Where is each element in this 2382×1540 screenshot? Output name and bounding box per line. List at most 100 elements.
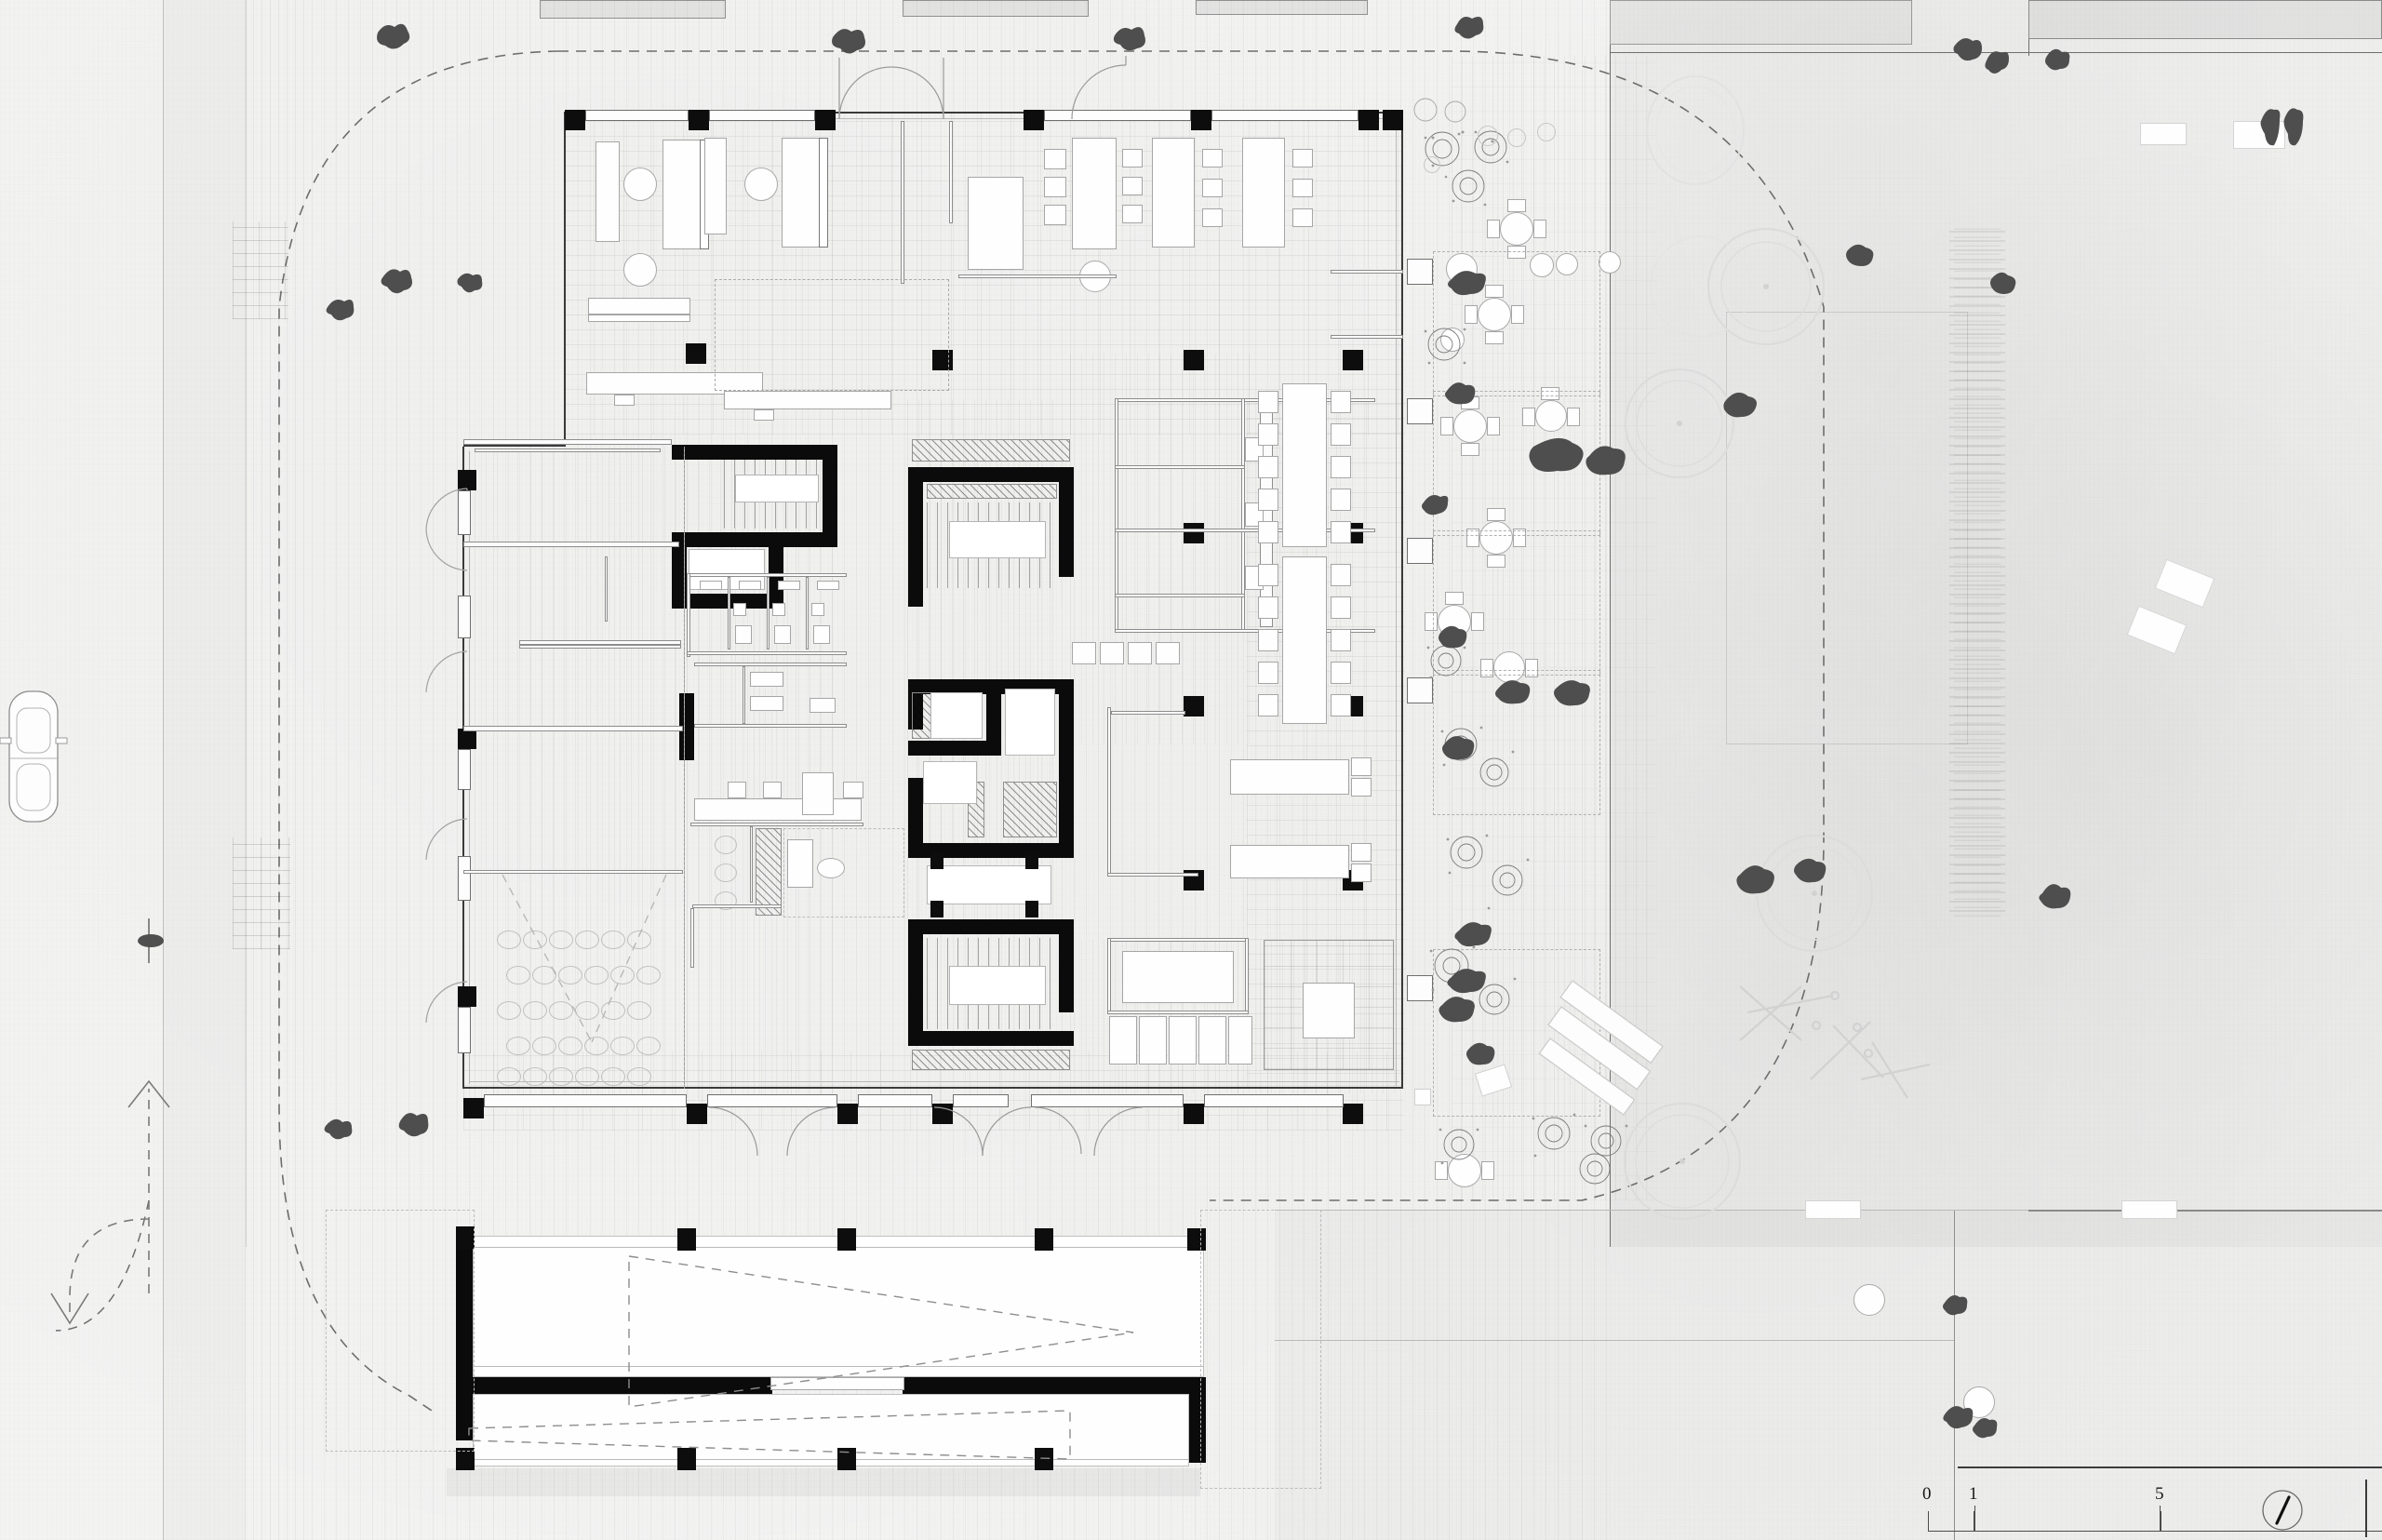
- shrub-cluster-11: [1413, 98, 1466, 123]
- core-mid-wall-right: [1059, 679, 1074, 856]
- south-wall-seg-5: [1031, 1094, 1184, 1107]
- chair-n6: [1122, 205, 1143, 223]
- chair-n1: [1044, 149, 1066, 169]
- dock-wall-mid: [456, 1377, 772, 1394]
- sofa-1-side-a: [1351, 757, 1372, 776]
- terrace-opening-3: [1407, 538, 1433, 564]
- column-s2: [687, 1104, 707, 1124]
- core-north-wall-top: [908, 467, 1074, 482]
- bike-rack-north: [233, 221, 288, 319]
- cafe-chair-12a: [1480, 659, 1493, 677]
- plaza-object-5: [1805, 1200, 1861, 1219]
- entrance-door-arcs-west-4: [425, 981, 468, 1024]
- dock-door-opening: [770, 1377, 904, 1390]
- column-m4: [1343, 350, 1363, 370]
- stair-landing-west: [735, 475, 819, 502]
- kitchen-round-table: [817, 858, 845, 878]
- dining-chair-3: [1258, 456, 1278, 478]
- partition-north-1: [901, 121, 904, 284]
- chair-n8: [1202, 179, 1223, 197]
- tree-planter-4: [1623, 1102, 1742, 1221]
- cafe-table-10: [1479, 521, 1513, 555]
- dock-column-9: [1035, 1448, 1053, 1470]
- street-lamp-icon: [138, 918, 164, 963]
- west-room-wall-3: [463, 726, 683, 731]
- column-w1: [458, 470, 476, 490]
- west-core-wall-right: [823, 445, 837, 547]
- dock-apron: [447, 1468, 1200, 1496]
- dining-chair-2: [1258, 423, 1278, 446]
- dock-bay-upper: [473, 1236, 1204, 1377]
- dock-column-6: [456, 1448, 475, 1470]
- core-north-hatch-top: [912, 439, 1070, 462]
- plot-strip-ne: [2028, 0, 2382, 39]
- seat-r5c1: [497, 1067, 521, 1086]
- south-wall-seg-3: [858, 1094, 932, 1107]
- lounge-wall-top: [1111, 711, 1185, 715]
- dining-chair-17: [1331, 596, 1351, 619]
- sheet-border-rule: [2365, 1480, 2367, 1537]
- cafe-chair-1c: [1507, 199, 1526, 212]
- cafe-chair-2a: [1465, 305, 1478, 324]
- partition-north-4: [1331, 270, 1403, 274]
- cafe-chair-9a: [1522, 408, 1535, 426]
- dining-chair-7: [1331, 423, 1351, 446]
- seat-r2c4: [584, 966, 609, 984]
- kitchen-wall-lower-left: [690, 908, 694, 968]
- entrance-door-arcs-south: [933, 1106, 1144, 1157]
- dining-chair-12: [1258, 596, 1278, 619]
- kitchen-appliance-1: [728, 782, 746, 798]
- counter-north-3-leg: [754, 409, 774, 421]
- kitchen-stool-1: [715, 836, 737, 854]
- cafe-chair-11b: [1471, 612, 1484, 631]
- chair-n7: [1202, 149, 1223, 167]
- dining-chair-1: [1258, 391, 1278, 413]
- round-table-2: [744, 167, 778, 201]
- cafe-table-5: [1556, 253, 1578, 275]
- cafe-chair-10c: [1487, 508, 1505, 521]
- dining-chair-9: [1331, 489, 1351, 511]
- dock-wall-east: [1189, 1377, 1206, 1463]
- kitchen-counter-1: [694, 798, 862, 821]
- terrace-planter: [1303, 983, 1355, 1038]
- terrace-zone-4: [1433, 670, 1600, 815]
- chair-n5: [1122, 177, 1143, 195]
- dock-line-3: [473, 1459, 1189, 1460]
- south-wall-seg-1: [484, 1094, 687, 1107]
- circulation-arrows: [50, 1079, 170, 1325]
- seat-r5c4: [575, 1067, 599, 1086]
- dining-chair-10: [1331, 521, 1351, 543]
- east-store-4: [1156, 642, 1180, 664]
- north-glazing-inner: [569, 118, 1396, 119]
- chair-n11: [1292, 179, 1313, 197]
- kitchen-projection: [783, 828, 904, 917]
- seat-r3c5: [601, 1001, 625, 1020]
- column-n4: [1024, 110, 1044, 130]
- terrace-zone-3: [1433, 530, 1600, 676]
- hedge-strip-east: [1954, 228, 2001, 917]
- core-mid-wall-div: [986, 679, 1001, 741]
- plot-strip-n1: [540, 0, 726, 19]
- dining-chair-5: [1258, 521, 1278, 543]
- dining-chair-13: [1258, 629, 1278, 651]
- core-north-hatch-inner: [927, 484, 1057, 499]
- seat-r5c5: [601, 1067, 625, 1086]
- east-store-1: [1072, 642, 1096, 664]
- west-core-wall-mid: [672, 532, 837, 547]
- lift-car-1: [930, 692, 983, 739]
- chair-n9: [1202, 208, 1223, 227]
- cafe-table-2: [1478, 298, 1511, 331]
- plot-strip-n3: [1196, 0, 1368, 15]
- terrace-opening-2: [1407, 398, 1433, 424]
- wc-fixture-3: [811, 603, 824, 616]
- cafe-chair-2c: [1485, 285, 1504, 298]
- seat-r1c4: [575, 931, 599, 949]
- plot-line-e: [1275, 1340, 1954, 1341]
- seat-r1c3: [549, 931, 573, 949]
- column-w2: [458, 729, 476, 749]
- dining-chair-19: [1331, 662, 1351, 684]
- round-table-1: [623, 167, 657, 201]
- seat-r1c1: [497, 931, 521, 949]
- cafe-chair-8a: [1440, 417, 1453, 435]
